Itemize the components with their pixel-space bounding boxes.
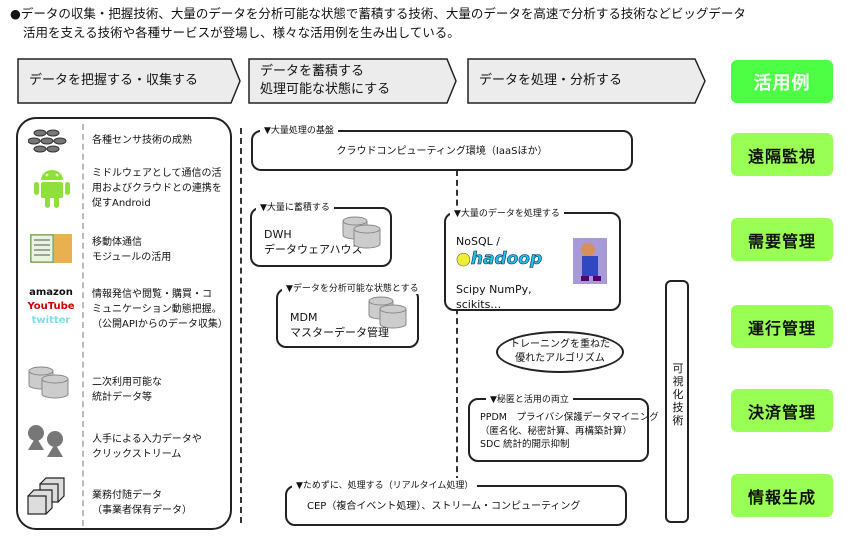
scipy-text: Scipy NumPy, scikits…: [456, 282, 532, 312]
processing-label: ▼大量のデータを処理する: [450, 206, 564, 219]
source-android-text: ミドルウェアとして通信の活用およびクラウドとの連携を促すAndroid: [92, 166, 222, 211]
line: 優れたアルゴリズム: [515, 353, 605, 364]
line: scikits…: [456, 298, 502, 311]
step-collect-label: データを把握する・収集する: [29, 73, 199, 88]
amazon-logo: amazon: [29, 287, 73, 298]
privacy-text: PPDM プライバシ保護データマイニング （匿名化、秘密計算、再構築計算） SDC …: [480, 411, 659, 452]
nosql-text: NoSQL /: [456, 235, 500, 248]
line: Scipy NumPy,: [456, 283, 532, 296]
line: トレーニングを重ねた: [510, 339, 610, 350]
panel-divider: [82, 124, 84, 526]
database-icon: [368, 296, 407, 329]
intro-line-1: ●データの収集・把握技術、大量のデータを分析可能な状態で蓄積する技術、大量のデー…: [10, 6, 746, 21]
database-icon: [342, 216, 381, 249]
visualization-box: 可視化技術: [665, 280, 689, 523]
line: データウェアハウス: [264, 243, 363, 256]
line: 人手による入力データや: [92, 434, 202, 445]
android-icon: [34, 170, 70, 208]
line: 用およびクラウドとの連携を: [92, 183, 222, 194]
cloud-box: クラウドコンピューティング環境（IaaSほか）: [251, 130, 633, 171]
step-collect: データを把握する・収集する: [17, 58, 242, 104]
line: クリックストリーム: [92, 449, 182, 460]
line: （公開APIからのデータ収集）: [92, 319, 228, 330]
source-module-text: 移動体通信モジュールの活用: [92, 235, 171, 265]
line: 業務付随データ: [92, 490, 162, 501]
youtube-logo: YouTube: [27, 301, 75, 312]
communication-module-icon: [30, 234, 72, 263]
source-business-text: 業務付随データ （事業者保有データ）: [92, 488, 192, 518]
line: 移動体通信: [92, 237, 142, 248]
step-analyze-label: データを処理・分析する: [479, 73, 623, 88]
step-store-line2: 処理可能な状態にする: [260, 82, 391, 97]
line: SDC 統計的開示抑制: [480, 439, 570, 450]
line: 統計データ等: [92, 392, 152, 403]
line: PPDM プライバシ保護データマイニング: [480, 412, 659, 423]
line: マスターデータ管理: [290, 326, 389, 339]
cloud-text: クラウドコンピューティング環境（IaaSほか）: [336, 146, 548, 157]
source-web-text: 情報発信や閲覧・購買・コミュニケーション動態把握。 （公開APIからのデータ収集）: [92, 287, 228, 332]
dwh-label: ▼大量に蓄積する: [256, 200, 334, 213]
uses-header: 活用例: [731, 60, 833, 103]
source-sensor-text: 各種センサ技術の成熟: [92, 133, 192, 148]
flow-line: [456, 170, 458, 482]
use-remote-monitoring: 遠隔監視: [731, 133, 833, 176]
web-services-logos: amazon YouTube twitter: [26, 286, 76, 328]
source-input-text: 人手による入力データやクリックストリーム: [92, 432, 202, 462]
line: MDM: [290, 311, 318, 324]
cloud-label: ▼大量処理の基盤: [260, 123, 338, 136]
step-store: データを蓄積する処理可能な状態にする: [248, 58, 458, 104]
people-icon: [28, 425, 63, 457]
hadoop-logo-text: hadoop: [470, 249, 543, 269]
privacy-label: ▼秘匿と活用の両立: [486, 392, 573, 405]
line: モジュールの活用: [92, 252, 172, 263]
database-icon: [28, 366, 69, 399]
line: 促すAndroid: [92, 198, 151, 209]
sensor-icon: [28, 129, 67, 153]
data-sources-panel: [16, 117, 232, 530]
mdm-label: ▼データを分析可能な状態とする: [282, 281, 423, 294]
source-stats-text: 二次利用可能な統計データ等: [92, 375, 162, 405]
dwh-text: DWH データウェアハウス: [264, 227, 363, 257]
line: 二次利用可能な: [92, 377, 162, 388]
mdm-text: MDM マスターデータ管理: [290, 310, 389, 340]
step-store-label: データを蓄積する処理可能な状態にする: [260, 63, 390, 99]
processing-box: NoSQL / ●hadoop Scipy NumPy, scikits…: [444, 212, 621, 311]
intro-line-2: 活用を支える技術や各種サービスが登場し、様々な活用例を生み出している。: [23, 25, 460, 40]
line: ミュニケーション動態把握。: [92, 304, 222, 315]
line: （事業者保有データ）: [92, 505, 192, 516]
divider-line: [240, 128, 242, 523]
line: DWH: [264, 228, 292, 241]
realtime-box: CEP（複合イベント処理）、ストリーム・コンピューティング: [285, 485, 627, 526]
use-information-generation: 情報生成: [731, 474, 833, 517]
intro-text: ●データの収集・把握技術、大量のデータを分析可能な状態で蓄積する技術、大量のデー…: [10, 4, 840, 42]
step-store-line1: データを蓄積する: [260, 64, 365, 79]
realtime-label: ▼ためずに、処理する（リアルタイム処理）: [292, 478, 478, 491]
use-operation-management: 運行管理: [731, 305, 833, 348]
visualization-text: 可視化技術: [672, 362, 684, 427]
hadoop-logo: ●hadoop: [456, 249, 543, 269]
line: 各種センサ技術の成熟: [92, 135, 192, 146]
line: 情報発信や閲覧・購買・コ: [92, 289, 212, 300]
privacy-box: PPDM プライバシ保護データマイニング （匿名化、秘密計算、再構築計算） SDC …: [468, 398, 659, 462]
line: （匿名化、秘密計算、再構築計算）: [480, 425, 633, 437]
realtime-text: CEP（複合イベント処理）、ストリーム・コンピューティング: [307, 501, 581, 512]
twitter-logo: twitter: [31, 315, 71, 326]
use-demand-management: 需要管理: [731, 218, 833, 261]
line: ミドルウェアとして通信の活: [92, 168, 222, 179]
use-payment-management: 決済管理: [731, 389, 833, 432]
mascot-icon: [573, 238, 607, 284]
algorithm-ellipse: トレーニングを重ねた優れたアルゴリズム: [496, 331, 624, 373]
cubes-icon: [27, 477, 65, 515]
step-analyze: データを処理・分析する: [467, 58, 707, 104]
